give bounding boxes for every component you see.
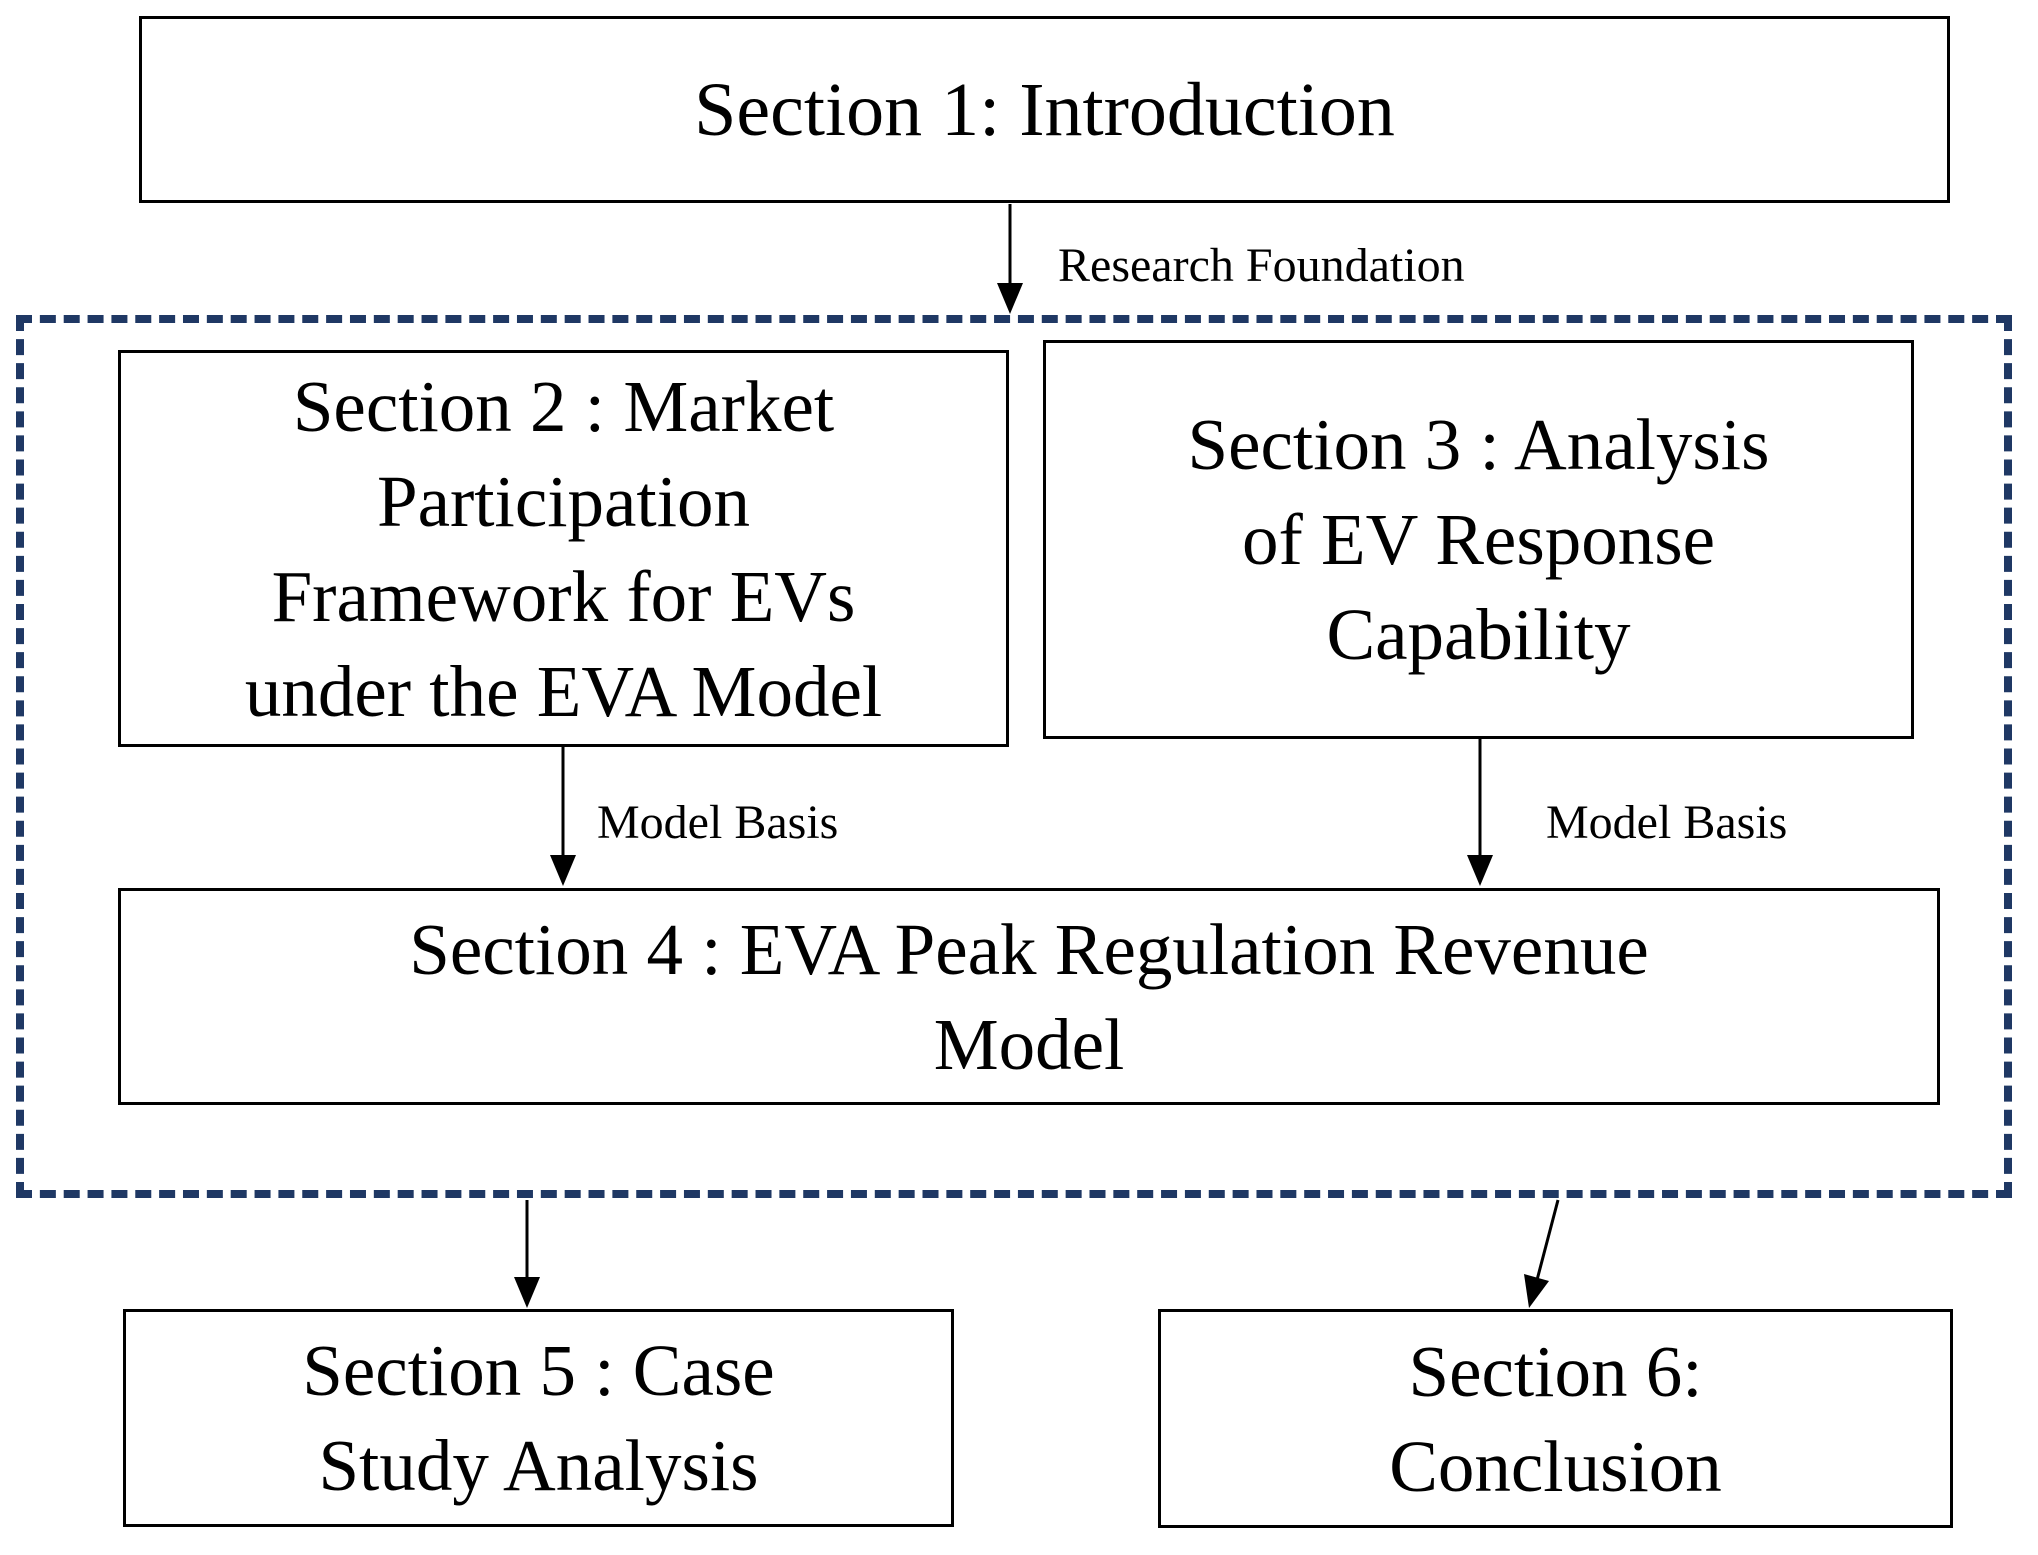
- arrow-down-section1-to-group-icon: [997, 204, 1023, 314]
- section6-box: Section 6: Conclusion: [1158, 1309, 1953, 1528]
- section4-label: Section 4 : EVA Peak Regulation Revenue …: [409, 908, 1649, 1085]
- section1-label: Section 1: Introduction: [694, 67, 1395, 152]
- section4-box: Section 4 : EVA Peak Regulation Revenue …: [118, 888, 1940, 1105]
- section6-label: Section 6: Conclusion: [1389, 1330, 1722, 1507]
- section1-box: Section 1: Introduction: [139, 16, 1950, 203]
- section3-label: Section 3 : Analysis of EV Response Capa…: [1187, 404, 1770, 675]
- section3-box: Section 3 : Analysis of EV Response Capa…: [1043, 340, 1914, 739]
- arrow-down-group-to-section6-icon: [1524, 1199, 1560, 1308]
- section2-box: Section 2 : Market Participation Framewo…: [118, 350, 1009, 747]
- arrow-down-group-to-section5-icon: [514, 1200, 540, 1308]
- dashed-group-border: [16, 315, 2012, 1198]
- section2-label: Section 2 : Market Participation Framewo…: [244, 365, 883, 732]
- section5-label: Section 5 : Case Study Analysis: [302, 1330, 775, 1506]
- edge-label-model-basis-right: Model Basis: [1546, 796, 1788, 849]
- edge-label-research-foundation: Research Foundation: [1058, 239, 1465, 292]
- section5-box: Section 5 : Case Study Analysis: [123, 1309, 954, 1527]
- edge-label-model-basis-left: Model Basis: [597, 796, 839, 849]
